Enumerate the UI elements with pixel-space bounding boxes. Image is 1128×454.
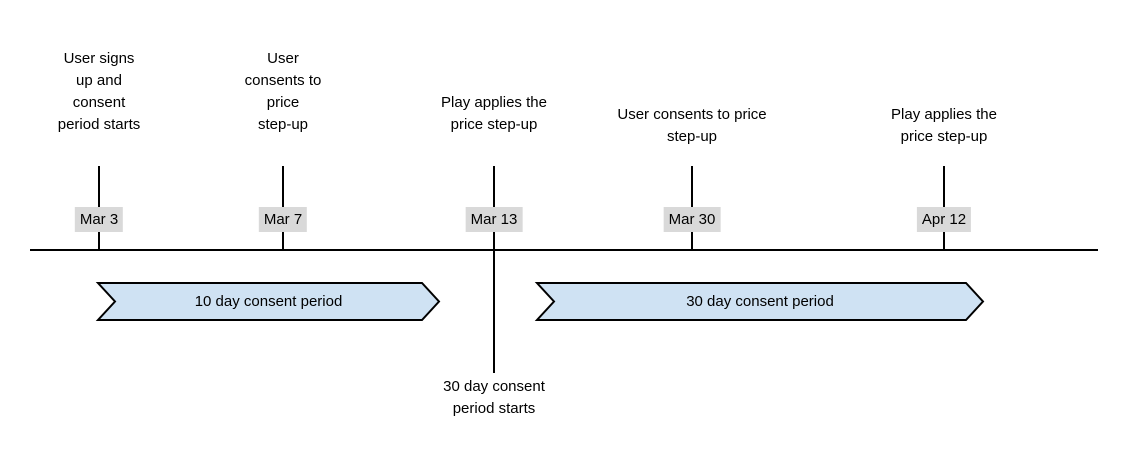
event-label-mar-7: User consents to price step-up [244,50,322,133]
date-badge-mar-3: Mar 3 [74,207,124,232]
period-band-30-day: 30 day consent period [534,282,985,321]
period-band-arrow-shape [95,282,441,321]
event-label-apr-12: Play applies the price step-up [891,106,997,145]
period-band-label-10-day: 10 day consent period [194,293,343,310]
event-label-mar-13: Play applies the price step-up [441,94,547,133]
below-axis-label-mar-13: 30 day consent period starts [443,378,545,417]
tick-mar-13-extension [493,250,495,373]
period-band-label-30-day: 30 day consent period [686,293,834,310]
event-label-mar-3: User signs up and consent period starts [57,50,141,133]
period-band-arrow-shape [534,282,985,321]
event-label-mar-30: User consents to price step-up [617,106,767,145]
date-badge-mar-13: Mar 13 [465,207,523,232]
date-badge-apr-12: Apr 12 [916,207,972,232]
date-badge-mar-7: Mar 7 [258,207,308,232]
timeline-axis [30,249,1098,251]
date-badge-mar-30: Mar 30 [663,207,721,232]
period-band-10-day: 10 day consent period [95,282,441,321]
